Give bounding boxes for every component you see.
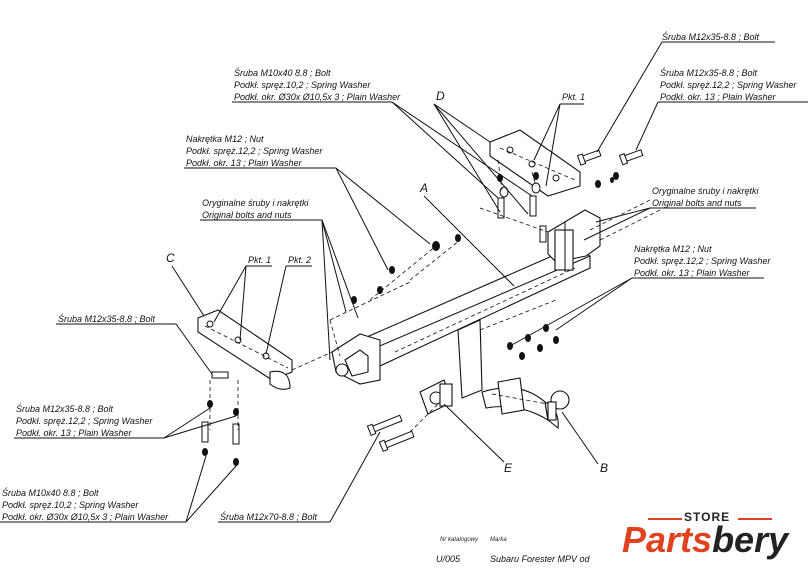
label-right-group-plain: Podkł. okr. 13 ; Plain Washer <box>660 92 777 102</box>
label-left-bolt: Śruba M12x35-8.8 ; Bolt <box>58 313 156 324</box>
catalog-number: U/005 <box>436 554 461 564</box>
part-labels: Śruba M12x35-8.8 ; Bolt Śruba M12x35-8.8… <box>2 31 797 522</box>
label-left-group-plain: Podkł. okr. 13 ; Plain Washer <box>16 428 133 438</box>
letter-a: A <box>419 181 428 195</box>
label-nut-left-nut: Nakrętka M12 ; Nut <box>186 134 264 144</box>
letter-d: D <box>436 89 445 103</box>
label-nut-right-spring: Podkł. spręż.12,2 ; Spring Washer <box>634 256 771 266</box>
label-left-group-bolt: Śruba M12x35-8.8 ; Bolt <box>16 403 114 414</box>
label-top-center-bolt: Śruba M10x40 8.8 ; Bolt <box>234 67 331 78</box>
assembly-guides <box>209 159 661 433</box>
bracket-part-d <box>489 129 581 197</box>
label-pkt1-top: Pkt. 1 <box>562 92 585 102</box>
label-left-group-spring: Podkł. spręż.12,2 ; Spring Washer <box>16 416 153 426</box>
vehicle-model: Subaru Forester MPV od <box>490 554 591 564</box>
label-pkt2-left: Pkt. 2 <box>288 255 311 265</box>
label-original-left-en: Original bolts and nuts <box>202 210 292 220</box>
fasteners <box>201 149 644 466</box>
label-nut-right-nut: Nakrętka M12 ; Nut <box>634 244 712 254</box>
label-bottom-left-spring: Podkł. spręż.10,2 ; Spring Washer <box>2 500 139 510</box>
partsbery-logo: STORE Partsbery <box>618 510 798 570</box>
logo-line-left <box>648 518 682 520</box>
logo-wordmark-parts: Parts <box>622 519 713 560</box>
label-top-right-bolt: Śruba M12x35-8.8 ; Bolt <box>662 31 760 42</box>
label-pkt1-left: Pkt. 1 <box>248 255 271 265</box>
label-nut-left-plain: Podkł. okr. 13 ; Plain Washer <box>186 158 303 168</box>
label-right-group-bolt: Śruba M12x35-8.8 ; Bolt <box>660 67 758 78</box>
footer: Nr katalogowy Marka U/005 Subaru Foreste… <box>436 537 591 564</box>
label-original-right-en: Original bolts and nuts <box>652 198 742 208</box>
label-original-left-pl: Oryginalne śruby i nakrętki <box>202 198 310 208</box>
logo-wordmark: Partsbery <box>622 520 788 560</box>
label-nut-left-spring: Podkł. spręż.12,2 ; Spring Washer <box>186 146 323 156</box>
label-original-right-pl: Oryginalne śruby i nakrętki <box>652 186 760 196</box>
letter-b: B <box>600 461 608 475</box>
label-bottom-left-plain: Podkł. okr. Ø30x Ø10,5x 3 ; Plain Washer <box>2 512 169 522</box>
label-right-group-spring: Podkł. spręż.12,2 ; Spring Washer <box>660 80 797 90</box>
brand-caption: Marka <box>490 537 507 543</box>
catalog-caption: Nr katalogowy <box>440 537 479 543</box>
crossbar-part-a <box>331 209 601 430</box>
label-nut-right-plain: Podkł. okr. 13 ; Plain Washer <box>634 268 751 278</box>
label-top-center-spring: Podkł. spręż.10,2 ; Spring Washer <box>234 80 371 90</box>
logo-line-right <box>738 518 772 520</box>
label-top-center-plain: Podkł. okr. Ø30x Ø10,5x 3 ; Plain Washer <box>234 92 401 102</box>
logo-wordmark-bery: bery <box>712 519 789 560</box>
letter-e: E <box>504 461 513 475</box>
label-bottom-bolt: Śruba M12x70-8.8 ; Bolt <box>220 511 318 522</box>
label-bottom-left-bolt: Śruba M10x40 8.8 ; Bolt <box>2 487 99 498</box>
bracket-part-c <box>197 309 293 390</box>
logo-store-text: STORE <box>684 510 731 524</box>
leader-lines <box>0 41 808 523</box>
letter-c: C <box>166 251 175 265</box>
